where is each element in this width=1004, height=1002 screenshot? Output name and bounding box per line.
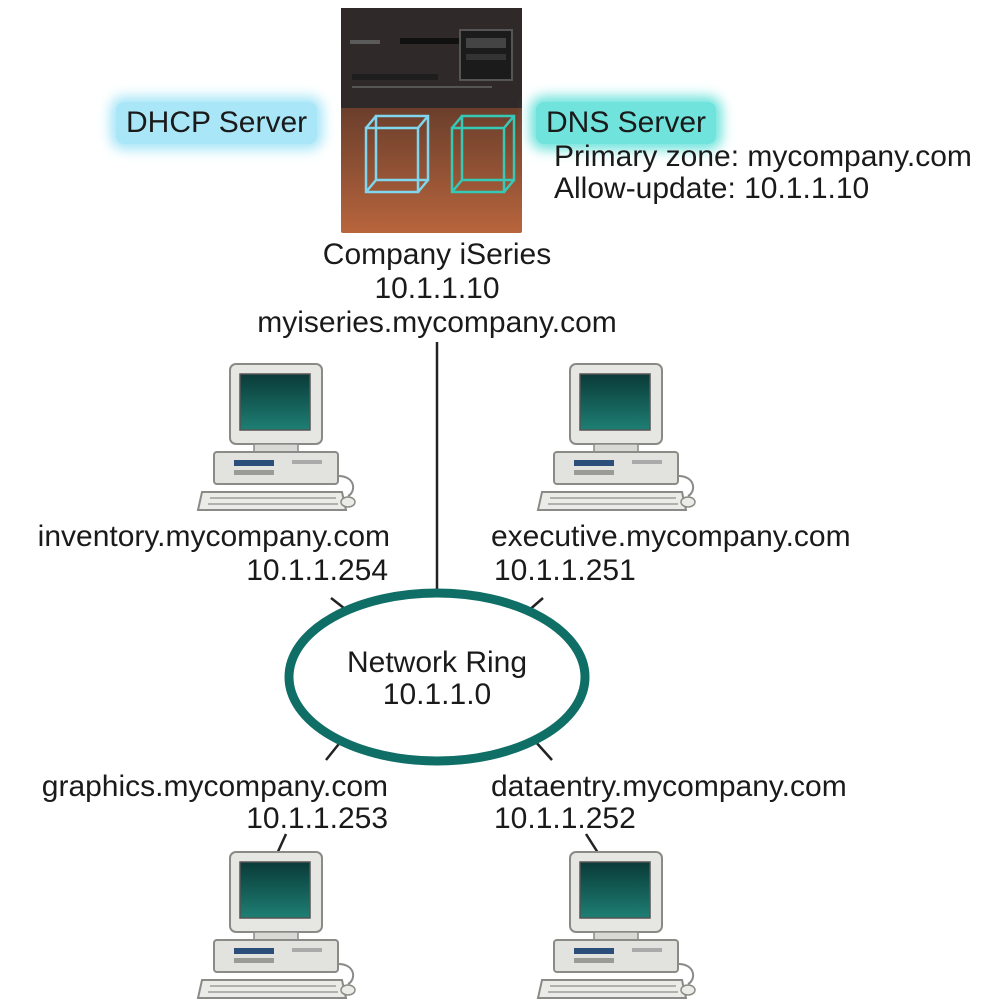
dhcp-server-label: DHCP Server [116, 102, 318, 144]
graphics-pc-icon [197, 851, 356, 999]
dataentry-host: dataentry.mycompany.com [491, 770, 847, 803]
network-ring [284, 588, 590, 766]
inventory-host: inventory.mycompany.com [37, 520, 390, 553]
ring-ip: 10.1.1.0 [382, 678, 492, 711]
graphics-host: graphics.mycompany.com [41, 770, 388, 803]
graphics-ip: 10.1.1.253 [246, 802, 388, 835]
inventory-ip: 10.1.1.254 [246, 554, 388, 587]
executive-host: executive.mycompany.com [491, 520, 851, 553]
server-icon [341, 8, 522, 233]
ring-name: Network Ring [346, 646, 528, 679]
primary-zone-text: Primary zone: mycompany.com [554, 140, 972, 173]
dns-server-label: DNS Server [536, 102, 717, 144]
dataentry-ip: 10.1.1.252 [494, 802, 636, 835]
server-ip: 10.1.1.10 [374, 272, 500, 305]
executive-pc-icon [537, 363, 696, 511]
server-host: myiseries.mycompany.com [257, 306, 617, 339]
executive-ip: 10.1.1.251 [494, 554, 636, 587]
dataentry-pc-icon [537, 851, 696, 999]
server-name: Company iSeries [322, 238, 552, 271]
inventory-pc-icon [197, 363, 356, 511]
allow-update-text: Allow-update: 10.1.1.10 [554, 172, 870, 205]
